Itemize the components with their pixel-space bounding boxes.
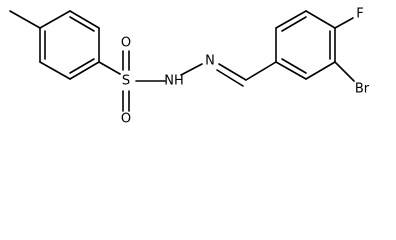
- imine-double-bond: [216, 63, 247, 87]
- sulfur-label: S: [122, 74, 130, 89]
- methine-aryl-bond: [245, 61, 277, 81]
- carbon-bromine-bond: [334, 61, 355, 82]
- chemical-structure: S O O NH N F Br: [9, 7, 370, 127]
- halobenzene-ring: [275, 10, 336, 80]
- aryl-sulfur-bond: [98, 61, 121, 75]
- toluene-ring: [39, 10, 100, 80]
- carbon-fluorine-bond: [334, 17, 354, 29]
- methyl-bond: [9, 10, 41, 29]
- oxygen-bottom-label: O: [121, 112, 131, 127]
- nitrogen-nitrogen-bond: [180, 63, 203, 76]
- sulfonyl-oxygen-bonds: [122, 50, 130, 112]
- fluorine-label: F: [356, 7, 363, 22]
- nh-label: NH: [164, 74, 184, 89]
- oxygen-top-label: O: [121, 36, 131, 51]
- imine-nitrogen-label: N: [205, 54, 215, 69]
- bromine-label: Br: [355, 82, 370, 97]
